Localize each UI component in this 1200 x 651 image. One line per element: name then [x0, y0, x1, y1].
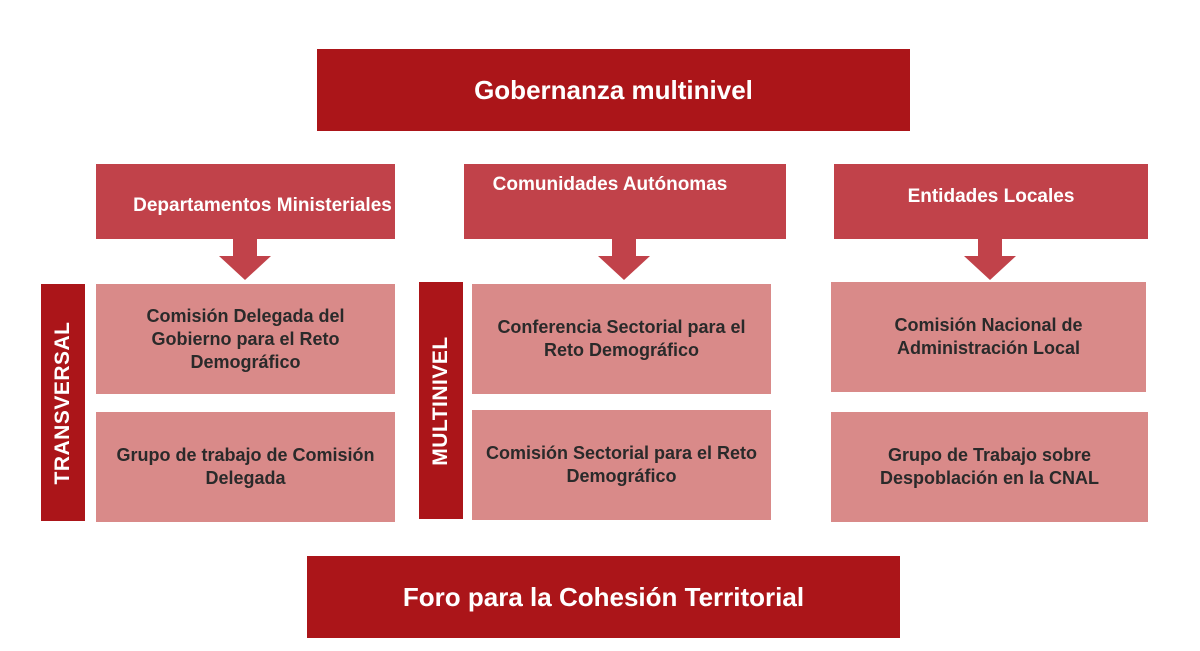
item-conferencia-sectorial: Conferencia Sectorial para el Reto Demog…: [472, 284, 771, 394]
item-comision-nacional-administracion-local: Comisión Nacional de Administración Loca…: [831, 282, 1146, 392]
item-label: Comisión Nacional de Administración Loca…: [894, 315, 1083, 358]
header-label: Comunidades Autónomas: [492, 174, 728, 195]
item-comision-delegada: Comisión Delegada del Gobierno para el R…: [96, 284, 395, 394]
header-departamentos-ministeriales: Departamentos Ministeriales: [96, 164, 395, 239]
header-label: Departamentos Ministeriales: [133, 194, 392, 216]
down-arrow-stem: [978, 239, 1002, 257]
down-arrow-icon: [219, 256, 271, 280]
header-label: Entidades Locales: [907, 185, 1075, 207]
item-label: Comisión Sectorial para el Reto Demográf…: [485, 443, 758, 486]
side-bar-multinivel: MULTINIVEL: [419, 282, 463, 519]
down-arrow-stem: [233, 239, 257, 257]
item-grupo-trabajo-despoblacion: Grupo de Trabajo sobre Despoblación en l…: [831, 412, 1148, 522]
side-label-transversal: TRANSVERSAL: [51, 320, 74, 485]
down-arrow-stem: [612, 239, 636, 257]
header-comunidades-autonomas: Comunidades Autónomas: [464, 164, 786, 239]
item-label: Grupo de trabajo de Comisión Delegada: [116, 445, 375, 488]
bottom-title-box: Foro para la Cohesión Territorial: [307, 556, 900, 638]
item-label: Grupo de Trabajo sobre Despoblación en l…: [879, 445, 1100, 488]
down-arrow-icon: [964, 256, 1016, 280]
header-entidades-locales: Entidades Locales: [834, 164, 1148, 239]
item-label: Conferencia Sectorial para el Reto Demog…: [497, 317, 746, 360]
top-title-box: Gobernanza multinivel: [317, 49, 910, 131]
item-label: Comisión Delegada del Gobierno para el R…: [146, 305, 345, 372]
bottom-title: Foro para la Cohesión Territorial: [402, 581, 805, 612]
side-bar-transversal: TRANSVERSAL: [41, 284, 85, 521]
item-grupo-trabajo-comision-delegada: Grupo de trabajo de Comisión Delegada: [96, 412, 395, 522]
top-title: Gobernanza multinivel: [474, 74, 753, 105]
down-arrow-icon: [598, 256, 650, 280]
side-label-multinivel: MULTINIVEL: [429, 335, 452, 466]
item-comision-sectorial: Comisión Sectorial para el Reto Demográf…: [472, 410, 771, 520]
